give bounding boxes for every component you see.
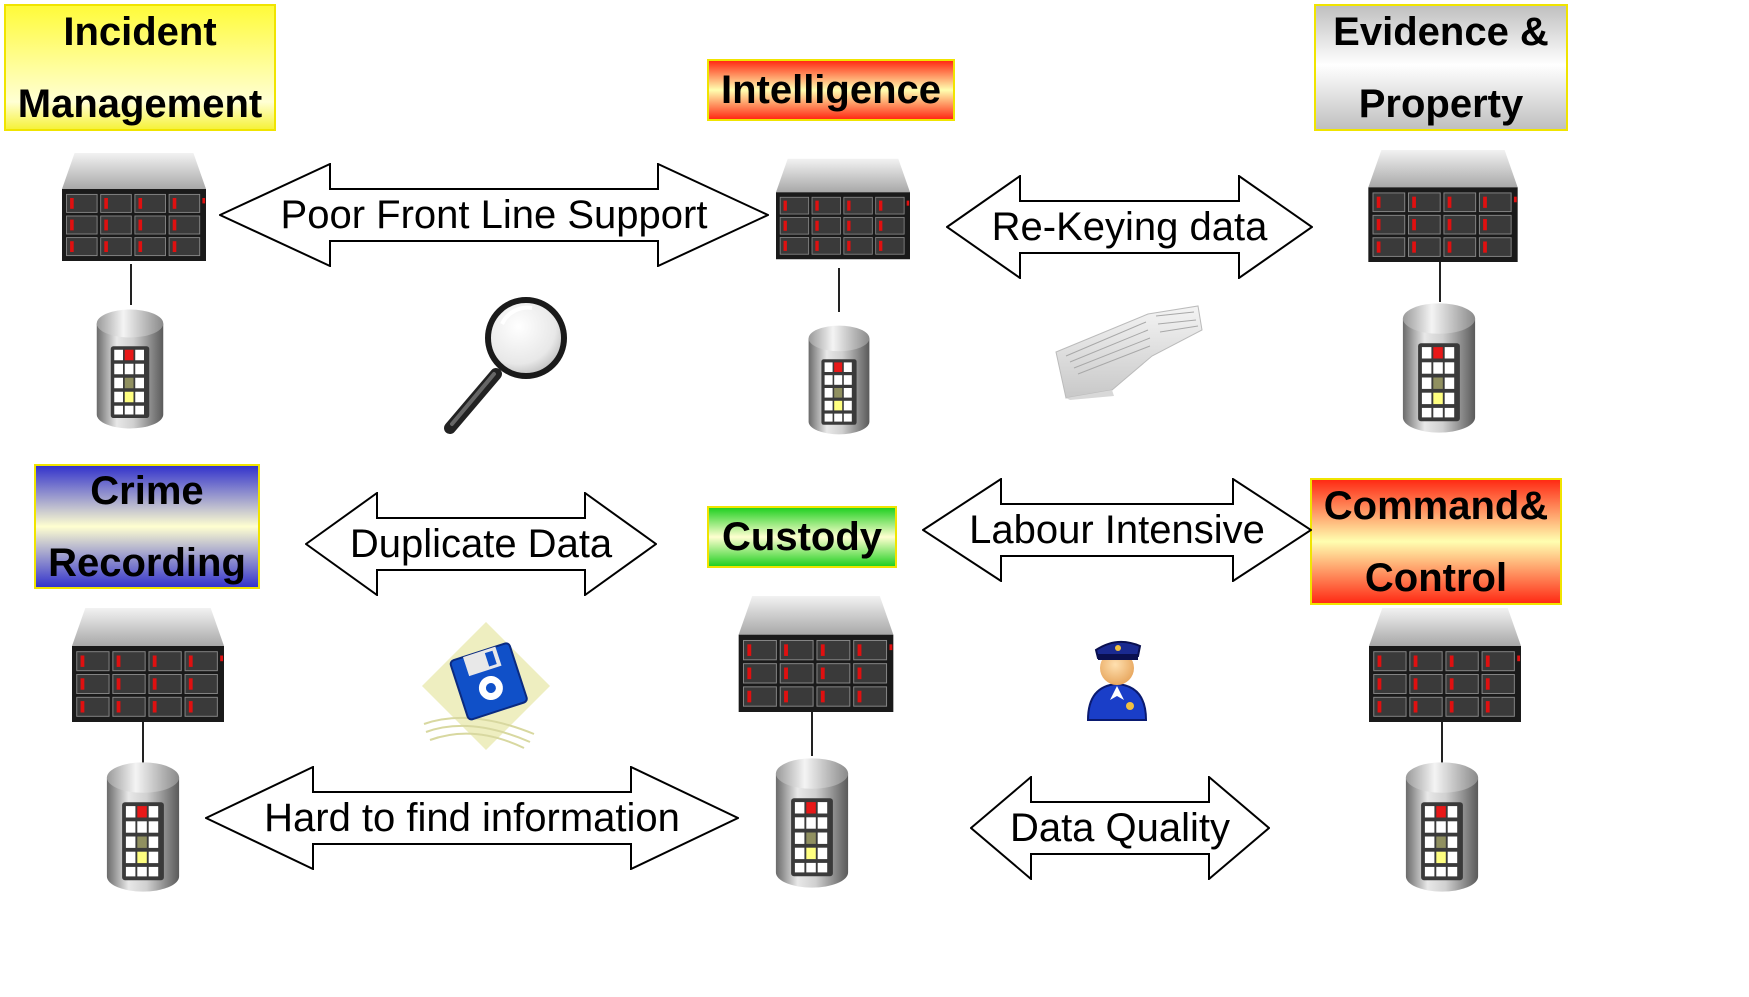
database-icon — [1404, 758, 1480, 896]
database-icon — [807, 308, 871, 452]
hard-to-find-information-arrow: Hard to find information — [205, 766, 739, 870]
duplicate-data-text: Duplicate Data — [349, 521, 613, 566]
evidence-property-line1: Evidence & — [1333, 9, 1549, 54]
labour-intensive-text: Labour Intensive — [969, 507, 1265, 552]
database-icon — [1401, 298, 1477, 438]
server-icon — [1364, 150, 1522, 262]
labour-intensive-arrow: Labour Intensive — [922, 478, 1312, 582]
crime-recording-label: Crime Recording — [34, 464, 260, 589]
server-icon — [68, 608, 228, 722]
data-quality-arrow: Data Quality — [970, 776, 1270, 880]
poor-front-line-support-text: Poor Front Line Support — [280, 192, 708, 237]
server-icon — [776, 150, 910, 268]
custody-label: Custody — [707, 506, 897, 568]
command-control-line2: Control — [1364, 555, 1508, 600]
incident-management-label: Incident Management — [4, 4, 276, 131]
crime-recording-line1: Crime — [90, 468, 204, 513]
database-icon — [774, 752, 850, 894]
custody-text: Custody — [722, 515, 882, 559]
poor-front-line-support-arrow: Poor Front Line Support — [219, 163, 769, 267]
command-control-line1: Command& — [1323, 483, 1549, 528]
re-keying-data-arrow: Re-Keying data — [946, 175, 1313, 279]
data-quality-text: Data Quality — [1009, 805, 1231, 850]
evidence-property-label: Evidence & Property — [1314, 4, 1568, 131]
police-officer-icon — [1086, 640, 1148, 721]
command-control-label: Command& Control — [1310, 478, 1562, 605]
server-icon — [736, 596, 896, 712]
database-icon — [95, 300, 165, 438]
duplicate-data-arrow: Duplicate Data — [305, 492, 657, 596]
evidence-property-line2: Property — [1358, 81, 1524, 126]
keyboard-icon — [1055, 305, 1203, 400]
re-keying-data-text: Re-Keying data — [991, 204, 1268, 249]
database-icon — [105, 758, 181, 896]
floppy-disk-icon — [422, 622, 550, 750]
magnifying-glass-icon — [444, 297, 567, 434]
intelligence-text: Intelligence — [720, 68, 942, 112]
incident-management-line1: Incident — [63, 9, 217, 54]
crime-recording-line2: Recording — [48, 540, 246, 585]
server-icon — [62, 150, 206, 264]
intelligence-label: Intelligence — [707, 59, 955, 121]
incident-management-line2: Management — [17, 81, 263, 126]
server-icon — [1366, 608, 1524, 722]
hard-to-find-information-text: Hard to find information — [264, 795, 680, 840]
